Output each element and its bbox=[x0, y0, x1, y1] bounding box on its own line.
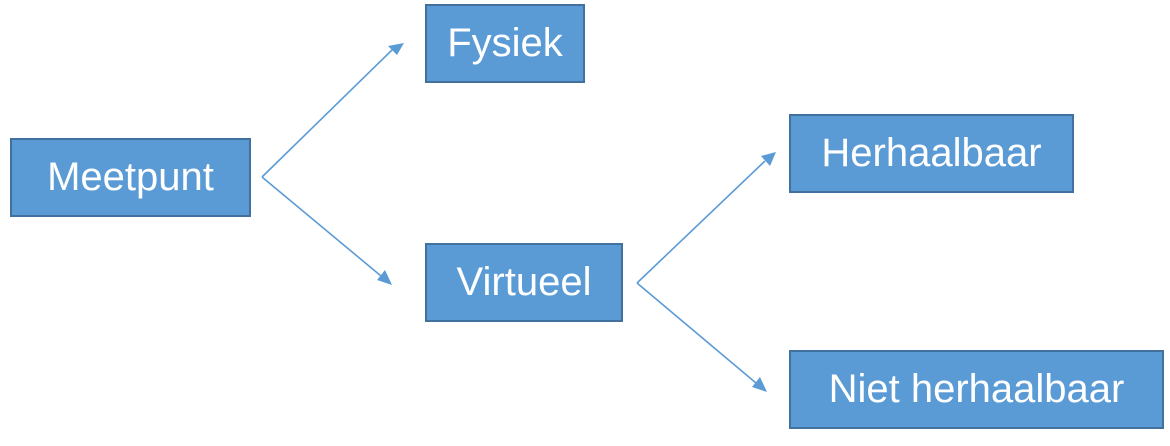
connector-meetpunt-virtueel bbox=[261, 176, 382, 277]
node-herhaalbaar: Herhaalbaar bbox=[789, 114, 1074, 193]
connector-meetpunt-fysiek bbox=[261, 49, 393, 178]
node-virtueel-label: Virtueel bbox=[456, 260, 592, 304]
arrowhead-niet-herhaalbaar bbox=[752, 377, 767, 392]
node-niet-herhaalbaar-label: Niet herhaalbaar bbox=[828, 367, 1125, 411]
arrowhead-virtueel bbox=[377, 270, 392, 285]
arrowhead-herhaalbaar bbox=[761, 152, 776, 166]
node-fysiek-label: Fysiek bbox=[447, 21, 563, 65]
node-meetpunt-label: Meetpunt bbox=[47, 155, 214, 199]
node-fysiek: Fysiek bbox=[425, 4, 585, 83]
connector-virtueel-herhaalbaar bbox=[636, 160, 766, 284]
node-herhaalbaar-label: Herhaalbaar bbox=[821, 131, 1042, 175]
node-niet-herhaalbaar: Niet herhaalbaar bbox=[789, 350, 1164, 429]
node-virtueel: Virtueel bbox=[425, 243, 623, 322]
node-meetpunt: Meetpunt bbox=[10, 138, 251, 217]
connector-virtueel-niet-herhaalbaar bbox=[636, 282, 757, 384]
arrowhead-fysiek bbox=[388, 43, 404, 55]
